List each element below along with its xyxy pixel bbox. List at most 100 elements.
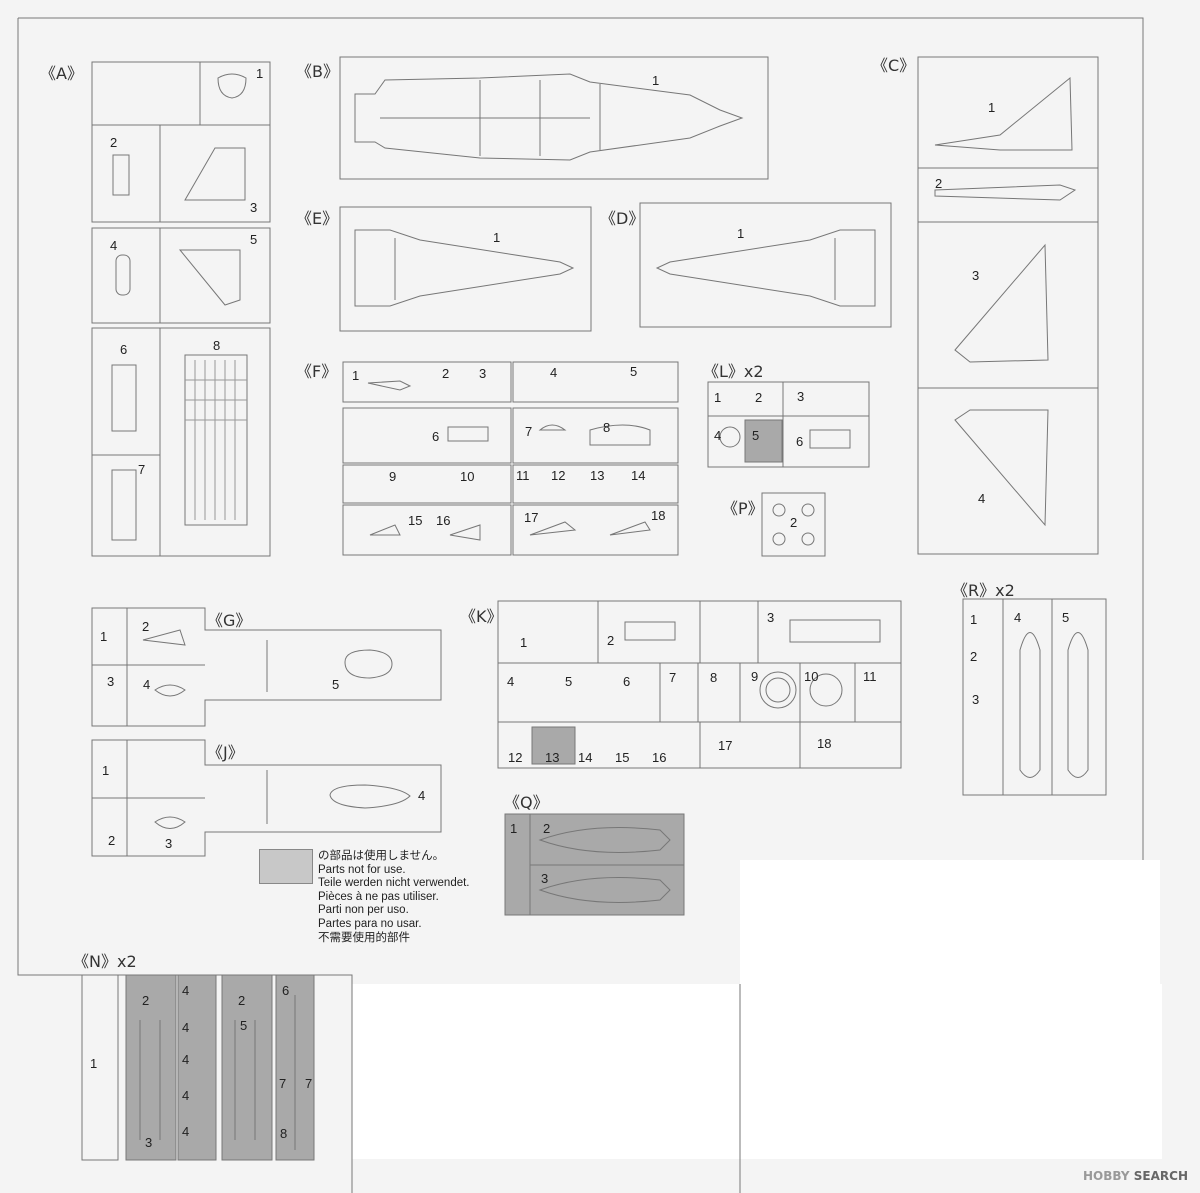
watermark-text: SEARCH — [1133, 1169, 1188, 1183]
sprue-n-label: 《N》x2 — [73, 952, 137, 971]
svg-text:1: 1 — [737, 226, 744, 241]
svg-text:6: 6 — [432, 429, 439, 444]
svg-text:5: 5 — [752, 428, 759, 443]
svg-text:5: 5 — [332, 677, 339, 692]
svg-text:2: 2 — [110, 135, 117, 150]
svg-text:2: 2 — [607, 633, 614, 648]
svg-text:4: 4 — [182, 983, 189, 998]
unused-parts-swatch — [259, 849, 313, 884]
sprue-d-label: 《D》 — [600, 209, 645, 228]
watermark-logo: HOBBY — [1083, 1169, 1130, 1183]
svg-text:17: 17 — [524, 510, 538, 525]
svg-text:3: 3 — [107, 674, 114, 689]
svg-text:7: 7 — [305, 1076, 312, 1091]
svg-text:10: 10 — [804, 669, 818, 684]
sprue-f-label: 《F》 — [296, 362, 338, 381]
svg-text:1: 1 — [90, 1056, 97, 1071]
svg-text:16: 16 — [652, 750, 666, 765]
svg-text:8: 8 — [603, 420, 610, 435]
svg-text:2: 2 — [442, 366, 449, 381]
svg-text:6: 6 — [120, 342, 127, 357]
svg-text:3: 3 — [797, 389, 804, 404]
svg-text:4: 4 — [110, 238, 117, 253]
svg-text:14: 14 — [578, 750, 592, 765]
svg-text:15: 15 — [615, 750, 629, 765]
legend-line-de: Teile werden nicht verwendet. — [318, 877, 470, 890]
svg-text:2: 2 — [790, 515, 797, 530]
svg-text:11: 11 — [516, 468, 530, 483]
svg-text:13: 13 — [590, 468, 604, 483]
svg-text:2: 2 — [142, 993, 149, 1008]
svg-text:16: 16 — [436, 513, 450, 528]
svg-text:6: 6 — [623, 674, 630, 689]
sprue-b-label: 《B》 — [296, 62, 339, 81]
svg-text:3: 3 — [972, 268, 979, 283]
svg-text:3: 3 — [767, 610, 774, 625]
sprue-l-label: 《L》x2 — [703, 362, 764, 381]
svg-text:4: 4 — [182, 1052, 189, 1067]
sprue-p-label: 《P》 — [722, 499, 764, 518]
legend-line-en: Parts not for use. — [318, 863, 406, 876]
svg-text:3: 3 — [165, 836, 172, 851]
svg-text:1: 1 — [520, 635, 527, 650]
svg-text:2: 2 — [755, 390, 762, 405]
svg-text:15: 15 — [408, 513, 422, 528]
sprue-k-label: 《K》 — [460, 607, 503, 626]
svg-text:4: 4 — [418, 788, 425, 803]
svg-text:1: 1 — [493, 230, 500, 245]
svg-text:1: 1 — [510, 821, 517, 836]
svg-text:5: 5 — [630, 364, 637, 379]
svg-text:10: 10 — [460, 469, 474, 484]
sprue-q-label: 《Q》 — [504, 793, 549, 812]
legend-line-it: Parti non per uso. — [318, 904, 409, 917]
svg-text:5: 5 — [250, 232, 257, 247]
svg-text:4: 4 — [182, 1020, 189, 1035]
legend-line-es: Partes para no usar. — [318, 917, 422, 930]
svg-text:5: 5 — [240, 1018, 247, 1033]
svg-text:4: 4 — [978, 491, 985, 506]
sprue-c-label: 《C》 — [872, 56, 916, 75]
svg-text:12: 12 — [551, 468, 565, 483]
svg-text:3: 3 — [250, 200, 257, 215]
svg-text:1: 1 — [988, 100, 995, 115]
svg-text:2: 2 — [970, 649, 977, 664]
legend-line-fr: Pièces à ne pas utiliser. — [318, 890, 439, 903]
svg-text:2: 2 — [108, 833, 115, 848]
svg-text:5: 5 — [565, 674, 572, 689]
svg-text:1: 1 — [100, 629, 107, 644]
svg-text:1: 1 — [102, 763, 109, 778]
unused-parts-legend: の部品は使用しません。 Parts not for use. Teile wer… — [318, 850, 470, 945]
svg-text:7: 7 — [279, 1076, 286, 1091]
svg-text:2: 2 — [543, 821, 550, 836]
svg-text:11: 11 — [863, 669, 877, 684]
svg-text:4: 4 — [182, 1124, 189, 1139]
sprue-r-label: 《R》x2 — [952, 581, 1015, 600]
svg-text:3: 3 — [541, 871, 548, 886]
svg-text:6: 6 — [796, 434, 803, 449]
svg-text:7: 7 — [138, 462, 145, 477]
legend-line-zh: 不需要使用的部件 — [318, 931, 410, 944]
svg-text:7: 7 — [669, 670, 676, 685]
sprue-a-label: 《A》 — [40, 64, 83, 83]
svg-text:18: 18 — [651, 508, 665, 523]
svg-text:3: 3 — [145, 1135, 152, 1150]
svg-text:4: 4 — [182, 1088, 189, 1103]
watermark: HOBBY SEARCH — [1083, 1169, 1188, 1183]
sprue-g-label: 《G》 — [207, 611, 252, 630]
svg-text:17: 17 — [718, 738, 732, 753]
svg-text:8: 8 — [280, 1126, 287, 1141]
svg-text:4: 4 — [1014, 610, 1021, 625]
svg-text:2: 2 — [142, 619, 149, 634]
svg-text:5: 5 — [1062, 610, 1069, 625]
svg-text:8: 8 — [710, 670, 717, 685]
svg-text:1: 1 — [970, 612, 977, 627]
svg-text:4: 4 — [550, 365, 557, 380]
svg-text:7: 7 — [525, 424, 532, 439]
svg-text:4: 4 — [507, 674, 514, 689]
svg-text:14: 14 — [631, 468, 645, 483]
svg-text:3: 3 — [479, 366, 486, 381]
svg-text:4: 4 — [714, 428, 721, 443]
